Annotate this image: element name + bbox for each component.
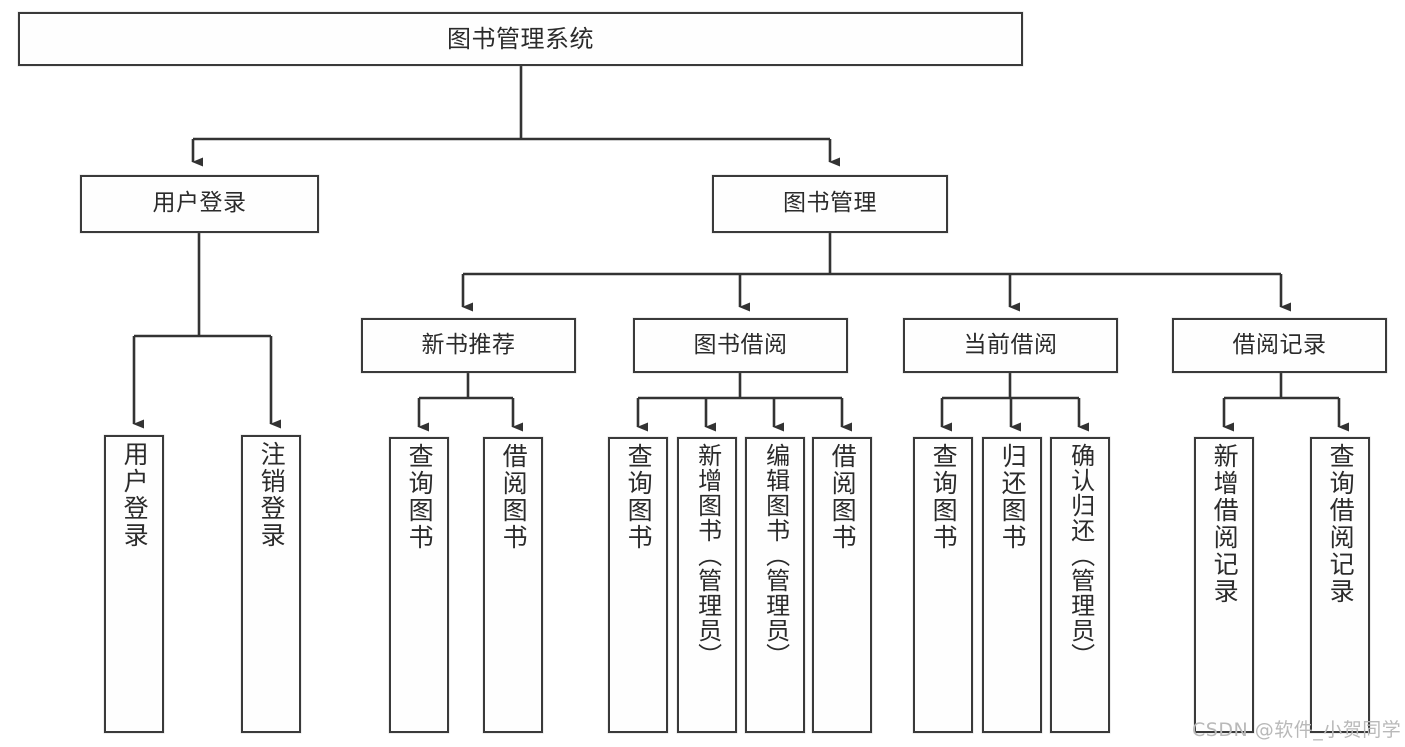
node-book-management[interactable]: 图书管理 xyxy=(712,175,948,233)
node-label: 归还图书 xyxy=(998,443,1028,551)
leaf-current-borrow-query-book[interactable]: 查询图书 xyxy=(913,437,973,733)
node-borrow-record[interactable]: 借阅记录 xyxy=(1172,318,1387,373)
node-label: 当前借阅 xyxy=(963,331,1058,358)
node-label: 查询图书 xyxy=(929,443,959,551)
leaf-borrow-record-query-record[interactable]: 查询借阅记录 xyxy=(1310,437,1370,733)
leaf-current-borrow-confirm-return-admin[interactable]: 确认归还（管理员） xyxy=(1050,437,1110,733)
node-label: 确认归还（管理员） xyxy=(1066,443,1095,668)
node-label: 借阅图书 xyxy=(499,443,529,551)
node-label: 注销登录 xyxy=(257,441,287,549)
leaf-current-borrow-return-book[interactable]: 归还图书 xyxy=(982,437,1042,733)
node-label: 查询图书 xyxy=(624,443,654,551)
node-current-borrow[interactable]: 当前借阅 xyxy=(903,318,1118,373)
leaf-new-book-borrow-book[interactable]: 借阅图书 xyxy=(483,437,543,733)
node-label: 用户登录 xyxy=(152,190,247,217)
leaf-book-borrow-add-book-admin[interactable]: 新增图书（管理员） xyxy=(677,437,737,733)
leaf-book-borrow-borrow-book[interactable]: 借阅图书 xyxy=(812,437,872,733)
node-label: 图书借阅 xyxy=(693,331,788,358)
node-label: 编辑图书（管理员） xyxy=(761,443,790,668)
node-root-book-management-system[interactable]: 图书管理系统 xyxy=(18,12,1023,66)
leaf-book-borrow-edit-book-admin[interactable]: 编辑图书（管理员） xyxy=(745,437,805,733)
leaf-user-login-logout[interactable]: 注销登录 xyxy=(241,435,301,733)
node-label: 查询图书 xyxy=(405,443,435,551)
node-label: 用户登录 xyxy=(120,441,150,549)
node-label: 新增借阅记录 xyxy=(1210,443,1240,605)
node-label: 借阅记录 xyxy=(1232,331,1327,358)
node-label: 图书管理系统 xyxy=(447,24,594,53)
node-label: 借阅图书 xyxy=(828,443,858,551)
node-label: 图书管理 xyxy=(783,190,877,217)
leaf-user-login-login[interactable]: 用户登录 xyxy=(104,435,164,733)
leaf-new-book-query-book[interactable]: 查询图书 xyxy=(389,437,449,733)
node-new-book-recommend[interactable]: 新书推荐 xyxy=(361,318,576,373)
leaf-borrow-record-add-record[interactable]: 新增借阅记录 xyxy=(1194,437,1254,733)
node-label: 查询借阅记录 xyxy=(1326,443,1356,605)
leaf-book-borrow-query-book[interactable]: 查询图书 xyxy=(608,437,668,733)
watermark-csdn: CSDN @软件_小贺同学 xyxy=(1192,719,1402,741)
node-label: 新增图书（管理员） xyxy=(693,443,722,668)
node-label: 新书推荐 xyxy=(421,331,516,358)
node-user-login[interactable]: 用户登录 xyxy=(80,175,319,233)
node-book-borrow[interactable]: 图书借阅 xyxy=(633,318,848,373)
